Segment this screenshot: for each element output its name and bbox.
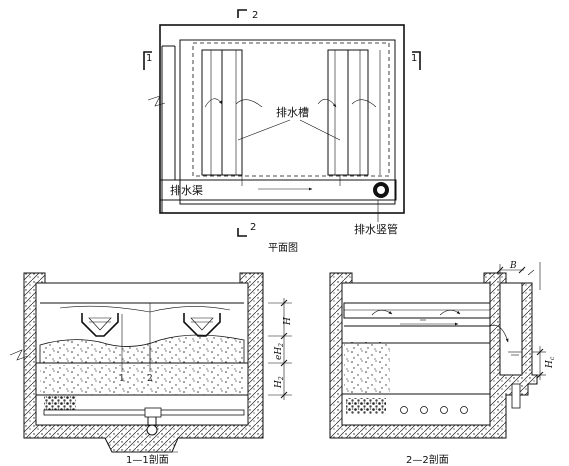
plan-trough-right — [327, 49, 381, 176]
svg-text:H2: H2 — [274, 376, 285, 389]
section-mark-1-right: 1 — [411, 51, 421, 70]
section-mark-1-left: 1 — [143, 51, 152, 70]
plan-inner-wall — [179, 39, 396, 205]
plan-trough-label: 排水槽 — [276, 105, 309, 119]
plan-filter-area — [192, 42, 390, 177]
section-mark-2-bottom: 2 — [237, 222, 256, 237]
section-mark-2-top: 2 — [237, 9, 258, 21]
plan-channel-label: 排水渠 — [170, 183, 203, 197]
dim-Hc: H — [545, 360, 555, 369]
section1-trough-2 — [183, 313, 221, 337]
svg-text:1: 1 — [411, 53, 417, 64]
svg-text:1: 1 — [146, 53, 152, 64]
section2-gravel — [346, 398, 386, 414]
section1-callout-2: 2 — [147, 374, 153, 384]
section2-caption: 2—2剖面 — [406, 453, 449, 466]
section-1-1: 1 2 H eH2 H2 1—1剖面 — [9, 272, 293, 466]
svg-text:2: 2 — [250, 222, 256, 233]
svg-text:B: B — [509, 261, 517, 271]
section1-gravel — [44, 396, 76, 410]
svg-text:2: 2 — [252, 10, 258, 21]
dim-H2: H — [274, 380, 284, 389]
dim-B: B — [509, 261, 517, 271]
section2-underdrain-holes — [400, 406, 468, 414]
dim-Hc-sub: c — [549, 356, 556, 360]
section1-caption: 1—1剖面 — [126, 453, 169, 466]
plan-outer-wall — [159, 24, 405, 214]
section2-trough — [343, 302, 491, 319]
dim-H2-sub: 2 — [278, 376, 285, 381]
section2-media-bed — [344, 342, 390, 394]
plan-trough-left — [201, 49, 243, 176]
dim-eH2-sub: 2 — [278, 343, 285, 348]
plan-pipe-label: 排水竖管 — [354, 222, 398, 236]
svg-text:Hc: Hc — [545, 356, 556, 369]
dim-H: H — [283, 317, 293, 326]
section1-sand-layer — [39, 334, 245, 364]
dim-eH2: eH — [274, 347, 284, 360]
section2-wall — [329, 272, 538, 439]
plan-caption: 平面图 — [268, 242, 298, 254]
svg-text:eH2: eH2 — [274, 343, 285, 360]
section1-dimensions: H eH2 H2 — [268, 298, 293, 400]
svg-text:H: H — [283, 317, 293, 326]
section1-trough-1 — [81, 313, 119, 337]
section-2-2: B Hc 2—2剖面 — [329, 261, 556, 466]
plan-drain-channel — [159, 179, 397, 201]
section1-underdrain — [43, 409, 245, 416]
section2-dimensions: B Hc — [496, 261, 556, 380]
plan-view: 排水槽 排水渠 排水竖管 2 2 1 1 平面图 — [143, 9, 421, 254]
section1-media-bed — [40, 365, 244, 395]
section1-callout-1: 1 — [119, 374, 125, 384]
